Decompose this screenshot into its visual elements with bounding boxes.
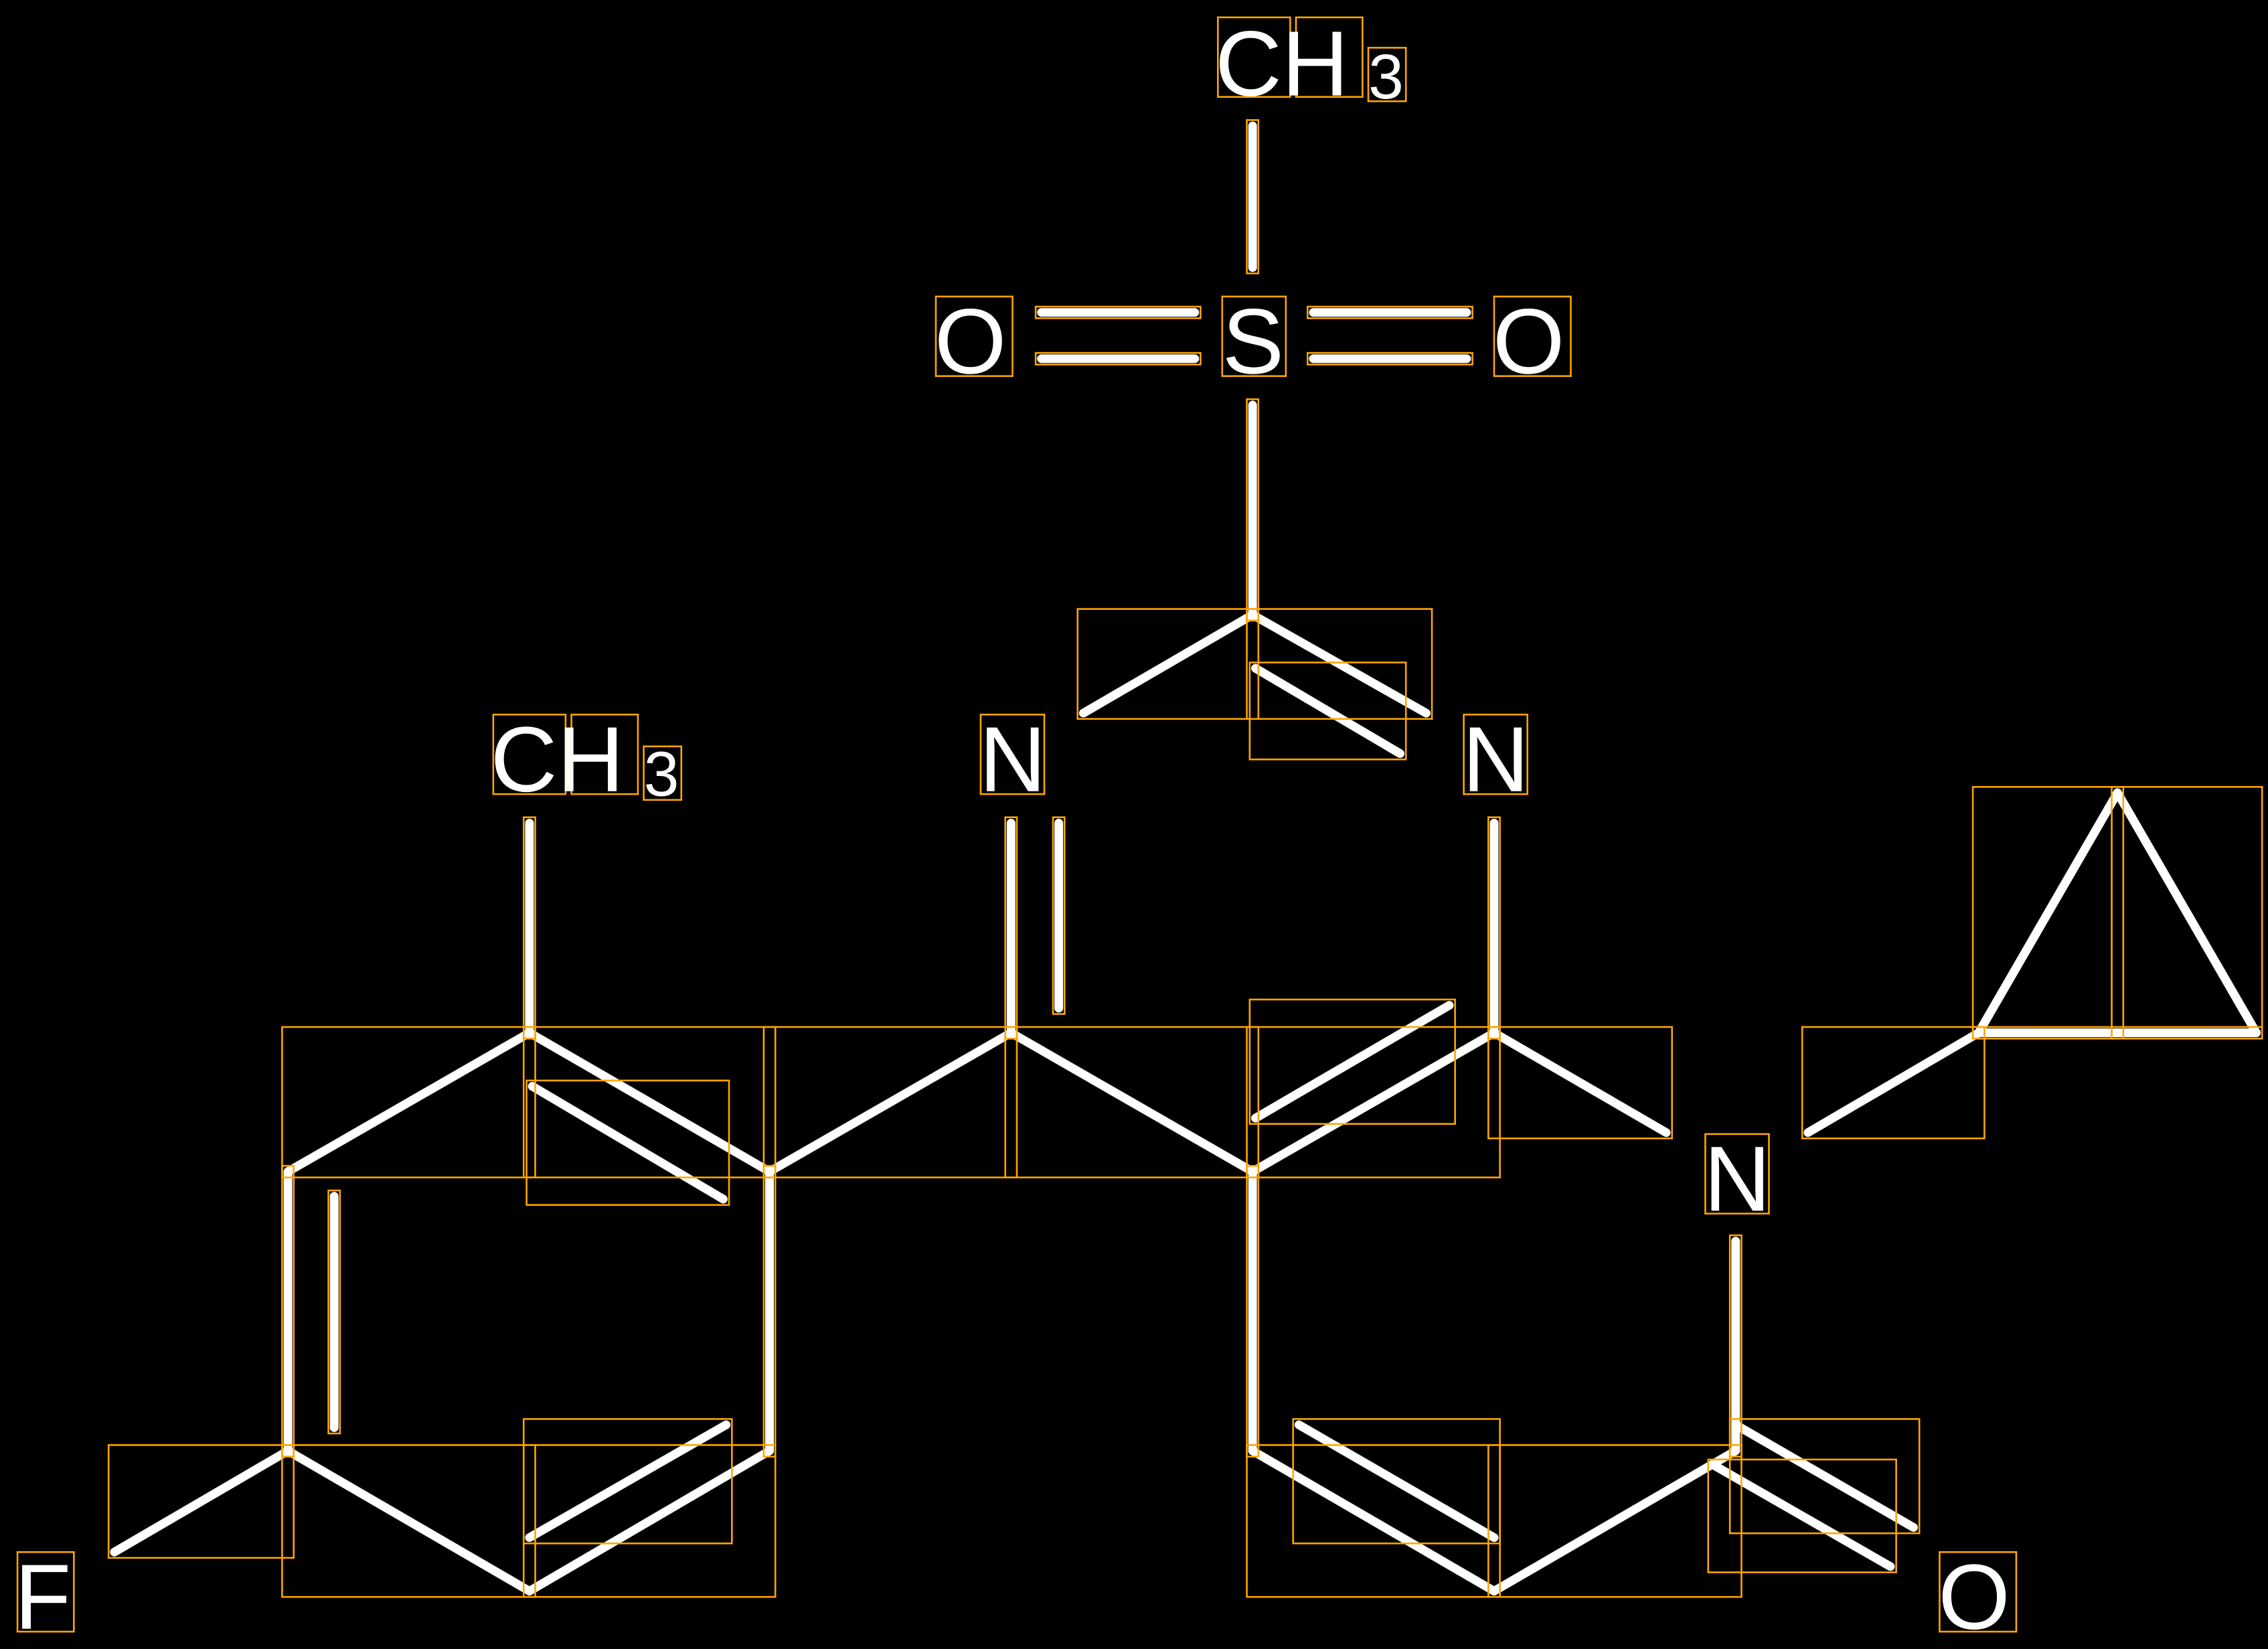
bond-bounding-box xyxy=(1306,351,1473,366)
bond xyxy=(283,1446,534,1596)
bond xyxy=(765,1028,1016,1176)
bond-bounding-box xyxy=(522,1418,733,1545)
atom-nitrogen-mid: N xyxy=(979,708,1046,811)
bond-bounding-box xyxy=(762,1026,1018,1178)
annotation-boxes xyxy=(107,119,2263,1598)
bond-bounding-box xyxy=(1034,305,1202,319)
bond-bounding-box xyxy=(1707,1458,1897,1573)
bond-bounding-box xyxy=(525,1079,730,1206)
bond xyxy=(1248,1028,1499,1176)
bond-bounding-box xyxy=(1487,1444,1743,1598)
atom-fluorine: F xyxy=(15,1546,75,1649)
bond-bounding-box xyxy=(1004,816,1018,1040)
svg-text:3: 3 xyxy=(1368,42,1404,112)
bond-bounding-box xyxy=(1971,1026,2263,1040)
bond xyxy=(1294,1420,1499,1543)
atom-oxygen-carbonyl: O xyxy=(1938,1546,2018,1649)
bond xyxy=(1489,1446,1740,1596)
bonds-layer xyxy=(110,121,2261,1596)
bond-bounding-box xyxy=(1246,398,1260,622)
svg-text:O: O xyxy=(1938,1546,2010,1649)
bond-bounding-box xyxy=(1248,998,1456,1125)
bond xyxy=(1078,610,1257,718)
bond xyxy=(1006,1028,1257,1176)
bond-bounding-box xyxy=(1728,1418,1921,1535)
bond xyxy=(2113,788,2261,1038)
bond-bounding-box xyxy=(1076,608,1260,720)
bond-bounding-box xyxy=(1034,351,1202,366)
bond xyxy=(1803,1028,1983,1137)
bond-bounding-box xyxy=(1246,608,1433,720)
svg-text:CH: CH xyxy=(491,708,625,811)
svg-text:N: N xyxy=(979,708,1046,811)
bond-bounding-box xyxy=(1246,1165,1260,1458)
bond xyxy=(528,1082,728,1204)
svg-text:O: O xyxy=(935,290,1007,393)
bond-bounding-box xyxy=(1728,1234,1743,1458)
atom-nitrogen-right: N xyxy=(1462,708,1529,811)
bond xyxy=(1248,610,1431,718)
bond-bounding-box xyxy=(1004,1026,1260,1178)
bond-bounding-box xyxy=(522,1026,777,1178)
bond-bounding-box xyxy=(1292,1418,1501,1545)
bond xyxy=(525,1420,731,1543)
svg-text:F: F xyxy=(15,1546,71,1649)
bond-bounding-box xyxy=(1246,1026,1501,1178)
atom-methyl-top: CH 3 xyxy=(1215,13,1407,116)
atom-oxygen-left: O xyxy=(935,290,1014,393)
svg-text:N: N xyxy=(1704,1127,1771,1231)
bond-bounding-box xyxy=(1246,119,1260,274)
bond xyxy=(1489,1028,1671,1137)
bond-bounding-box xyxy=(1248,661,1407,761)
bond-bounding-box xyxy=(281,1444,536,1598)
bond-bounding-box xyxy=(1052,816,1066,1015)
bond-bounding-box xyxy=(1487,1026,1674,1140)
svg-text:N: N xyxy=(1462,708,1529,811)
bond-bounding-box xyxy=(107,1444,295,1559)
bond-bounding-box xyxy=(1487,816,1501,1040)
atom-sulfur: S xyxy=(1221,290,1287,393)
bond-bounding-box xyxy=(762,1165,777,1458)
bond-bounding-box xyxy=(281,1026,536,1178)
svg-text:O: O xyxy=(1493,290,1565,393)
bond xyxy=(110,1446,293,1557)
svg-text:3: 3 xyxy=(644,738,679,809)
atom-methyl-left: CH 3 xyxy=(491,708,683,811)
bond-bounding-box xyxy=(1306,305,1473,319)
atom-nitrogen-amide: N xyxy=(1704,1127,1771,1231)
bond xyxy=(1251,1001,1454,1123)
atom-oxygen-right: O xyxy=(1493,290,1572,393)
bond xyxy=(1251,663,1405,759)
bond-bounding-box xyxy=(522,816,536,1040)
bond xyxy=(1974,788,2122,1038)
bond xyxy=(1709,1461,1895,1571)
bond-bounding-box xyxy=(1801,1026,1986,1140)
bond xyxy=(283,1028,534,1176)
bond-bounding-box xyxy=(327,1189,341,1435)
bond xyxy=(525,1446,775,1596)
svg-text:S: S xyxy=(1222,290,1284,393)
bond-bounding-box xyxy=(281,1165,295,1458)
svg-text:CH: CH xyxy=(1215,13,1349,116)
bond xyxy=(1731,1420,1919,1532)
